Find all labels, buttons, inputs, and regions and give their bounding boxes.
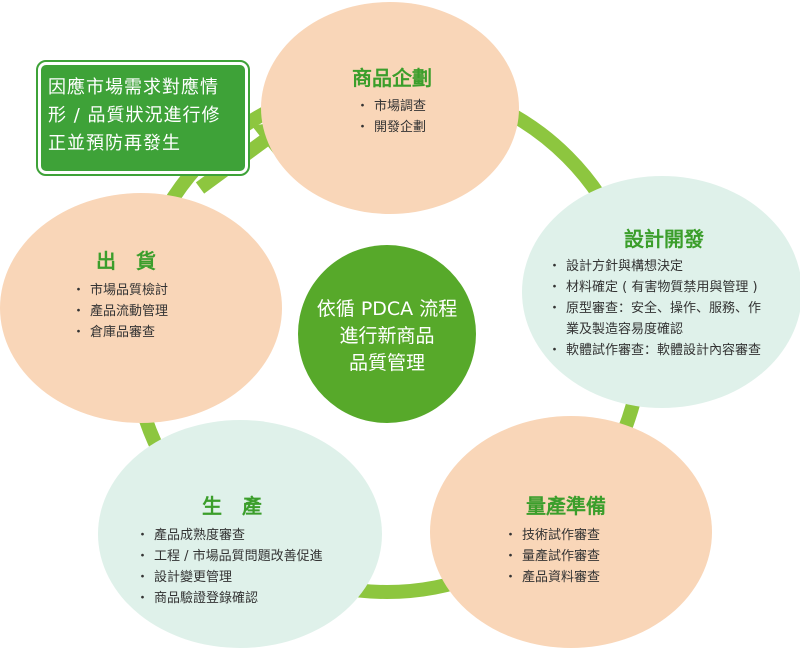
- center-line: 品質管理: [348, 352, 425, 374]
- center-label: 依循 PDCA 流程 進行新商品 品質管理: [298, 296, 476, 377]
- callout-line: 正並預防再發生: [48, 133, 181, 154]
- center-line: 進行新商品: [339, 325, 435, 347]
- list-item: 開發企劃: [356, 117, 426, 138]
- feedback-callout-text: 因應市場需求對應情 形 / 品質狀況進行修 正並預防再發生: [48, 74, 244, 158]
- list-item: 產品成熟度審查: [136, 525, 323, 546]
- list-item: 工程 / 市場品質問題改善促進: [136, 546, 323, 567]
- list-item: 材料確定 ( 有害物質禁用與管理 ): [548, 277, 761, 298]
- center-line: 依循 PDCA 流程: [316, 298, 458, 320]
- list-item: 倉庫品審查: [72, 322, 168, 343]
- list-item: 量產試作審查: [504, 546, 600, 567]
- callout-line: 因應市場需求對應情: [48, 77, 219, 98]
- stage-list-planning: 市場調查 開發企劃: [356, 96, 426, 138]
- stage-list-production: 產品成熟度審查 工程 / 市場品質問題改善促進 設計變更管理 商品驗證登錄確認: [136, 525, 323, 609]
- list-item: 商品驗證登錄確認: [136, 588, 323, 609]
- callout-line: 形 / 品質狀況進行修: [48, 105, 221, 126]
- list-item: 市場品質檢討: [72, 280, 168, 301]
- stage-list-mass-prep: 技術試作審查 量產試作審查 產品資料審查: [504, 525, 600, 588]
- stage-list-shipping: 市場品質檢討 產品流動管理 倉庫品審查: [72, 280, 168, 343]
- list-item: 軟體試作審查：軟體設計內容審查: [548, 340, 761, 361]
- list-item: 產品流動管理: [72, 301, 168, 322]
- center-circle: [298, 245, 476, 423]
- feedback-callout-box: [36, 60, 250, 176]
- stage-list-design: 設計方針與構想決定 材料確定 ( 有害物質禁用與管理 ) 原型審查：安全、操作、…: [548, 256, 761, 361]
- stage-title-production: 生 產: [202, 494, 262, 518]
- list-item: 技術試作審查: [504, 525, 600, 546]
- list-item: 設計變更管理: [136, 567, 323, 588]
- list-item: 設計方針與構想決定: [548, 256, 761, 277]
- stage-title-planning: 商品企劃: [352, 66, 432, 90]
- stage-title-mass-prep: 量產準備: [526, 494, 606, 518]
- stage-title-shipping: 出 貨: [96, 249, 156, 273]
- list-item: 業及製造容易度確認: [566, 322, 684, 337]
- list-item: 市場調查: [356, 96, 426, 117]
- list-item: 產品資料審查: [504, 567, 600, 588]
- stage-title-design: 設計開發: [624, 227, 704, 251]
- list-item: 原型審查：安全、操作、服務、作: [548, 298, 761, 319]
